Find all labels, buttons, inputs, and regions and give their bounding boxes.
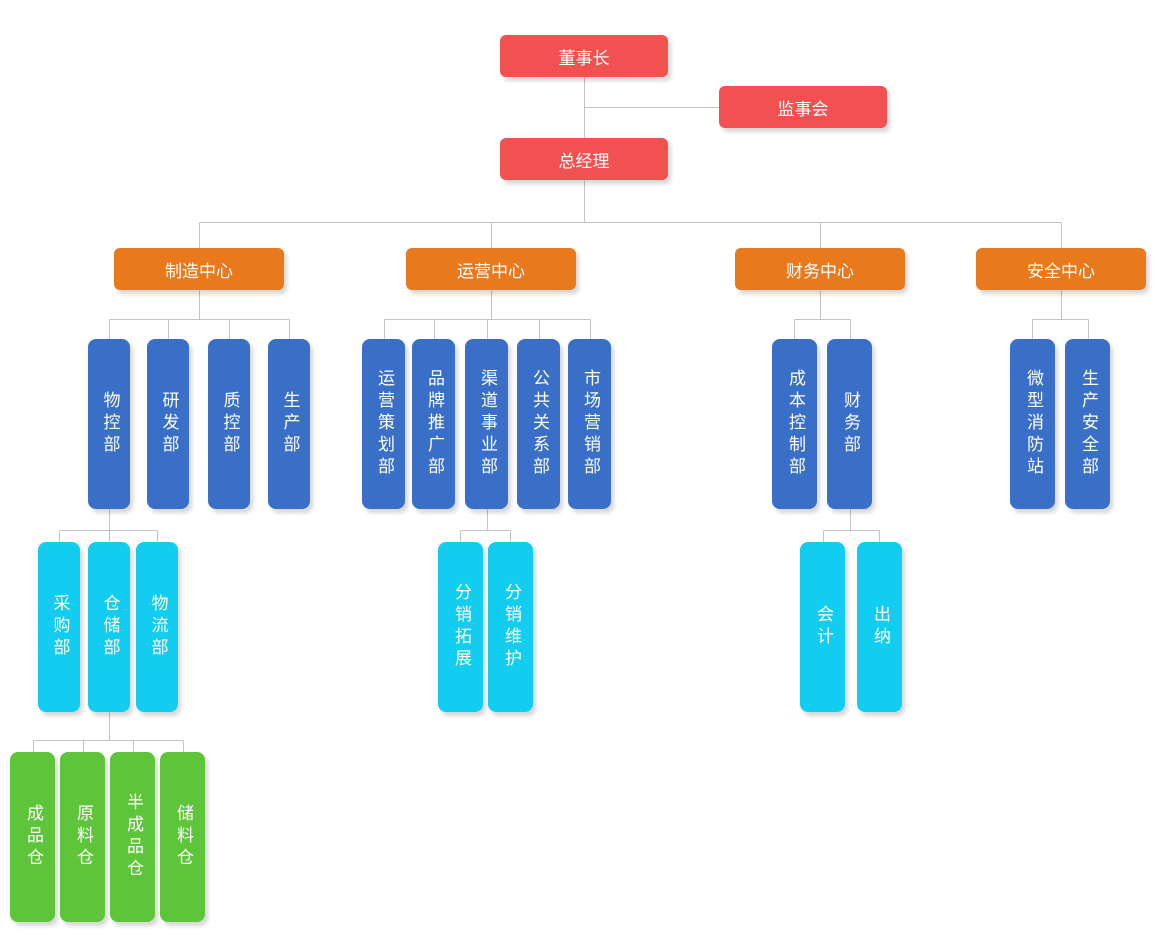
node-warehouse-semi-finished[interactable]: 半成品仓 bbox=[110, 752, 155, 922]
node-dept-channel-business[interactable]: 渠道事业部 bbox=[465, 339, 508, 509]
node-dept-mini-fire-station[interactable]: 微型消防站 bbox=[1010, 339, 1055, 509]
node-dept-finance[interactable]: 财务部 bbox=[827, 339, 872, 509]
node-dept-production[interactable]: 生产部 bbox=[268, 339, 310, 509]
node-dept-operations-planning[interactable]: 运营策划部 bbox=[362, 339, 405, 509]
node-chairman[interactable]: 董事长 bbox=[500, 35, 668, 77]
node-sub-accounting[interactable]: 会计 bbox=[800, 542, 845, 712]
node-supervisory-board[interactable]: 监事会 bbox=[719, 86, 887, 128]
node-sub-cashier[interactable]: 出纳 bbox=[857, 542, 902, 712]
node-dept-cost-control[interactable]: 成本控制部 bbox=[772, 339, 817, 509]
node-general-manager[interactable]: 总经理 bbox=[500, 138, 668, 180]
node-sub-purchasing[interactable]: 采购部 bbox=[38, 542, 80, 712]
node-center-operations[interactable]: 运营中心 bbox=[406, 248, 576, 290]
node-sub-distribution-expansion[interactable]: 分销拓展 bbox=[438, 542, 483, 712]
node-warehouse-raw-material[interactable]: 原料仓 bbox=[60, 752, 105, 922]
node-dept-production-safety[interactable]: 生产安全部 bbox=[1065, 339, 1110, 509]
node-dept-brand-promotion[interactable]: 品牌推广部 bbox=[412, 339, 455, 509]
node-dept-public-relations[interactable]: 公共关系部 bbox=[517, 339, 560, 509]
node-warehouse-finished-goods[interactable]: 成品仓 bbox=[10, 752, 55, 922]
node-dept-material-control[interactable]: 物控部 bbox=[88, 339, 130, 509]
node-sub-logistics[interactable]: 物流部 bbox=[136, 542, 178, 712]
node-dept-marketing[interactable]: 市场营销部 bbox=[568, 339, 611, 509]
node-warehouse-storage[interactable]: 储料仓 bbox=[160, 752, 205, 922]
node-sub-warehousing[interactable]: 仓储部 bbox=[88, 542, 130, 712]
node-center-finance[interactable]: 财务中心 bbox=[735, 248, 905, 290]
node-center-manufacturing[interactable]: 制造中心 bbox=[114, 248, 284, 290]
node-sub-distribution-maintenance[interactable]: 分销维护 bbox=[488, 542, 533, 712]
node-dept-rnd[interactable]: 研发部 bbox=[147, 339, 189, 509]
node-center-safety[interactable]: 安全中心 bbox=[976, 248, 1146, 290]
node-dept-quality-control[interactable]: 质控部 bbox=[208, 339, 250, 509]
